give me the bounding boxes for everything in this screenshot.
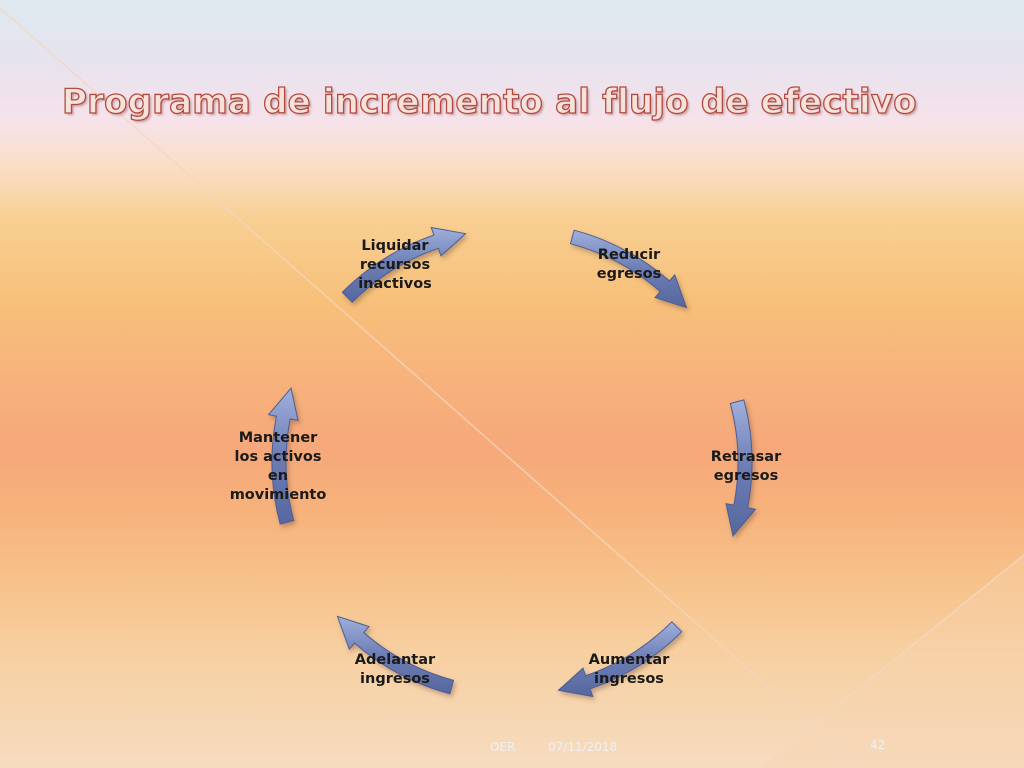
node-3-line-1: Aumentar xyxy=(588,652,670,668)
node-1-line-2: egresos xyxy=(596,266,662,282)
diagram-node-2: Retrasar egresos xyxy=(671,448,821,486)
cycle-arrow-1 xyxy=(725,399,757,538)
cycle-arrow-2 xyxy=(557,621,683,698)
node-3-line-2: ingresos xyxy=(594,671,664,687)
footer-date: 07/11/2018 xyxy=(548,740,618,754)
node-5-line-4: movimiento xyxy=(229,487,327,503)
node-5-line-2: los activos xyxy=(234,449,322,465)
diagram-node-4: Adelantar ingresos xyxy=(320,651,470,689)
node-0-line-1: Liquidar xyxy=(361,238,429,254)
diagram-node-3: Aumentar ingresos xyxy=(554,651,704,689)
node-5-line-1: Mantener xyxy=(238,430,318,446)
node-0-line-2: recursos xyxy=(359,257,431,273)
footer-left: OER xyxy=(490,740,516,754)
node-2-line-1: Retrasar xyxy=(710,449,782,465)
node-4-line-1: Adelantar xyxy=(354,652,436,668)
diagram-node-1: Reducir egresos xyxy=(554,246,704,284)
cycle-arrow-3 xyxy=(336,615,455,695)
node-4-line-2: ingresos xyxy=(360,671,430,687)
slide-title: Programa de incremento al flujo de efect… xyxy=(61,81,917,122)
cycle-arrow-5 xyxy=(341,226,467,303)
cycle-arrow-4 xyxy=(267,386,299,525)
cycle-arrow-0 xyxy=(569,229,688,309)
node-1-line-1: Reducir xyxy=(597,247,661,263)
diagram-node-0: Liquidar recursos inactivos xyxy=(320,237,470,294)
node-0-line-3: inactivos xyxy=(358,276,432,292)
diagram-node-5: Mantener los activos en movimiento xyxy=(203,429,353,505)
node-2-line-2: egresos xyxy=(713,468,779,484)
node-5-line-3: en xyxy=(267,468,289,484)
slide-number: 42 xyxy=(870,738,886,752)
